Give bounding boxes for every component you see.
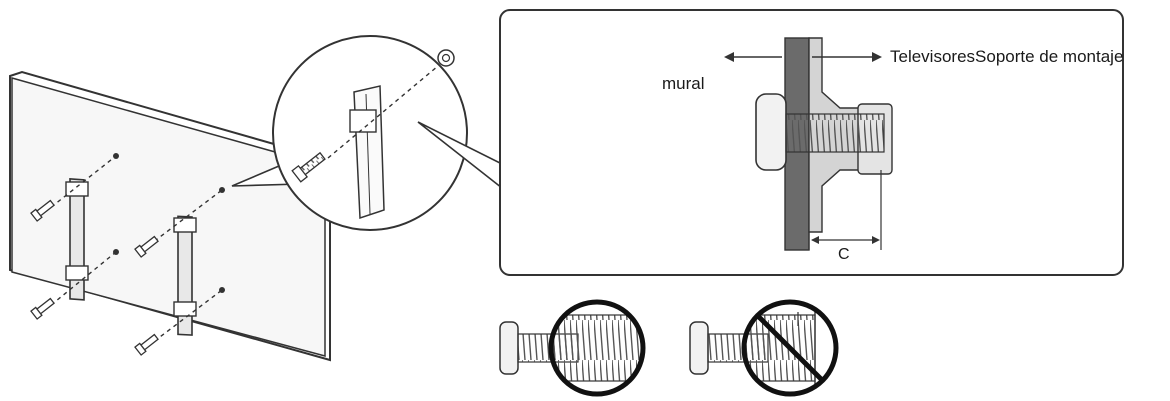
screw-correct-icon xyxy=(499,299,646,397)
tv-back-panel xyxy=(9,70,331,362)
dimension-c-label: C xyxy=(838,246,850,263)
magnifier-detail xyxy=(231,35,468,231)
cross-section-box xyxy=(499,9,1124,276)
screw-icon xyxy=(30,199,159,356)
screw-incorrect-icon xyxy=(689,299,839,397)
mount-holes xyxy=(113,153,225,293)
bracket-right xyxy=(173,215,197,336)
tv-bracket-label: TelevisoresSoporte de montaje xyxy=(890,47,1124,66)
bracket-left xyxy=(65,178,89,301)
screw-guides xyxy=(44,155,223,347)
wall-label: mural xyxy=(662,74,705,93)
